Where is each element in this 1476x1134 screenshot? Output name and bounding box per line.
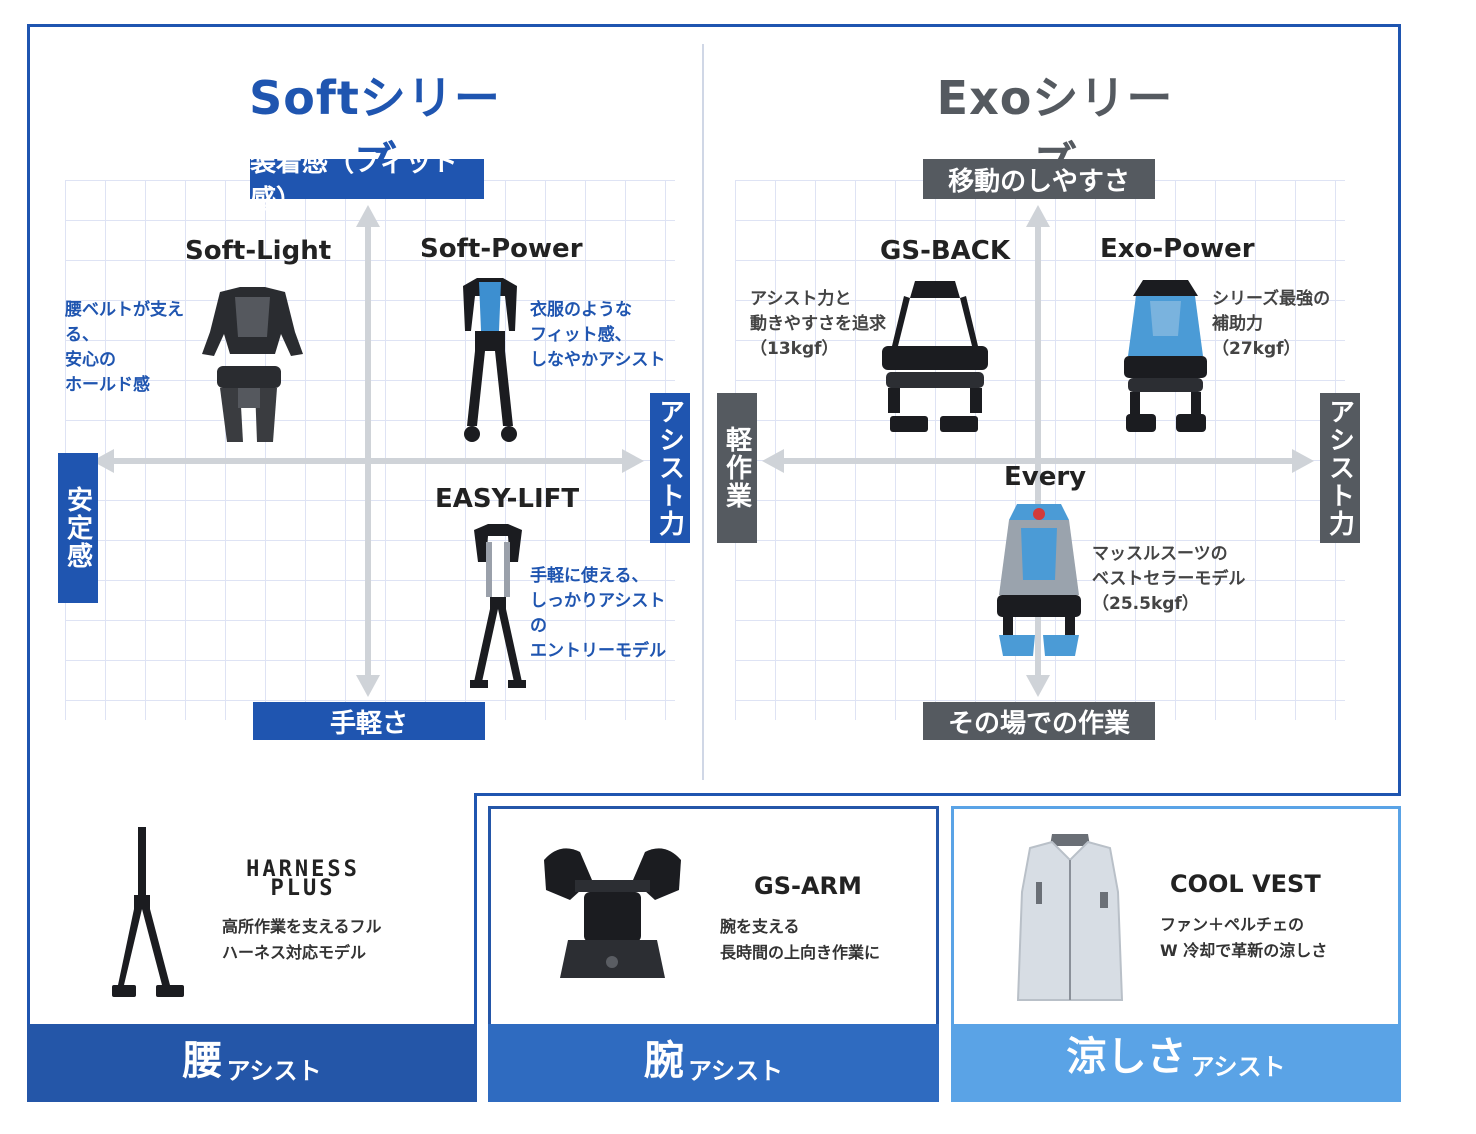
gs-back-name: GS-BACK (880, 236, 1011, 266)
soft-axis-top-label: 装着感（フィット感） (250, 148, 484, 215)
waist-assist-band: 腰 アシスト (27, 1024, 477, 1102)
center-divider (702, 44, 704, 780)
soft-axis-top-arrow (356, 205, 380, 227)
cool-assist-big: 涼しさ (1066, 1034, 1187, 1080)
waist-assist-small: アシスト (226, 1057, 322, 1085)
gs-arm-desc: 腕を支える 長時間の上向き作業に (720, 917, 881, 962)
arm-assist-big: 腕 (643, 1038, 684, 1084)
top-frame-right-extend (1398, 24, 1401, 796)
soft-series-title: Softシリーズ (249, 71, 501, 191)
arm-assist-band: 腕 アシスト (488, 1024, 939, 1102)
soft-light-image (202, 287, 303, 442)
arm-assist-small: アシスト (687, 1057, 784, 1085)
exo-axis-left-label: 軽作業 (717, 393, 757, 543)
soft-power-image (463, 278, 517, 442)
exo-axis-bottom-label: その場での作業 (923, 702, 1155, 740)
cool-vest-desc: ファン＋ペルチェの W 冷却で革新の涼しさ (1160, 915, 1328, 960)
exo-axis-top-arrow (1026, 205, 1050, 227)
soft-vertical-axis (365, 225, 371, 680)
soft-axis-bottom-arrow (356, 675, 380, 697)
soft-axis-left-label: 安定感 (58, 453, 98, 603)
harness-plus-image (112, 827, 184, 997)
soft-light-desc: 腰ベルトが支える、 安心の ホールド感 (65, 300, 184, 395)
gs-arm-image (544, 848, 681, 978)
harness-plus-logo: HARNESS PLUS (246, 857, 360, 901)
exo-axis-right-arrow (1292, 449, 1314, 473)
easy-lift-desc: 手軽に使える、 しっかりアシストの エントリーモデル (530, 566, 666, 661)
exo-vertical-axis (1035, 225, 1041, 680)
soft-light-name: Soft-Light (185, 236, 332, 266)
cool-assist-small: アシスト (1190, 1053, 1286, 1081)
exo-axis-right-label: アシスト力 (1320, 393, 1360, 543)
cool-vest-image (1016, 834, 1124, 1001)
exo-power-image (1124, 280, 1207, 432)
exo-power-desc: シリーズ最強の 補助力 （27kgf） (1212, 289, 1331, 359)
harness-plus-desc: 高所作業を支えるフル ハーネス対応モデル (222, 917, 382, 962)
every-image (997, 504, 1081, 656)
exo-axis-bottom-arrow (1026, 675, 1050, 697)
left-frame-extend (27, 24, 30, 1034)
soft-axis-right-label: アシスト力 (650, 393, 690, 543)
top-frame-bottom-right (476, 793, 1401, 796)
cool-assist-band: 涼しさ アシスト (951, 1024, 1401, 1102)
soft-power-name: Soft-Power (420, 234, 583, 264)
cool-vest-name: COOL VEST (1170, 870, 1321, 898)
soft-axis-bottom-label: 手軽さ (253, 702, 485, 740)
exo-axis-left-arrow (762, 449, 784, 473)
every-name: Every (1004, 462, 1087, 492)
gs-back-desc: アシスト力と 動きやすさを追求 （13kgf） (750, 289, 886, 359)
soft-power-desc: 衣服のような フィット感、 しなやかアシスト (530, 300, 666, 370)
every-desc: マッスルスーツの ベストセラーモデル （25.5kgf） (1092, 544, 1246, 614)
exo-axis-top-label: 移動のしやすさ (923, 159, 1155, 199)
waist-assist-big: 腰 (182, 1038, 223, 1084)
gs-back-image (882, 281, 988, 432)
easy-lift-image (470, 524, 526, 688)
waist-card-right-border (474, 793, 477, 1034)
gs-arm-name: GS-ARM (754, 872, 862, 900)
soft-axis-right-arrow (622, 449, 644, 473)
exo-power-name: Exo-Power (1100, 234, 1255, 264)
easy-lift-name: EASY-LIFT (435, 484, 580, 514)
